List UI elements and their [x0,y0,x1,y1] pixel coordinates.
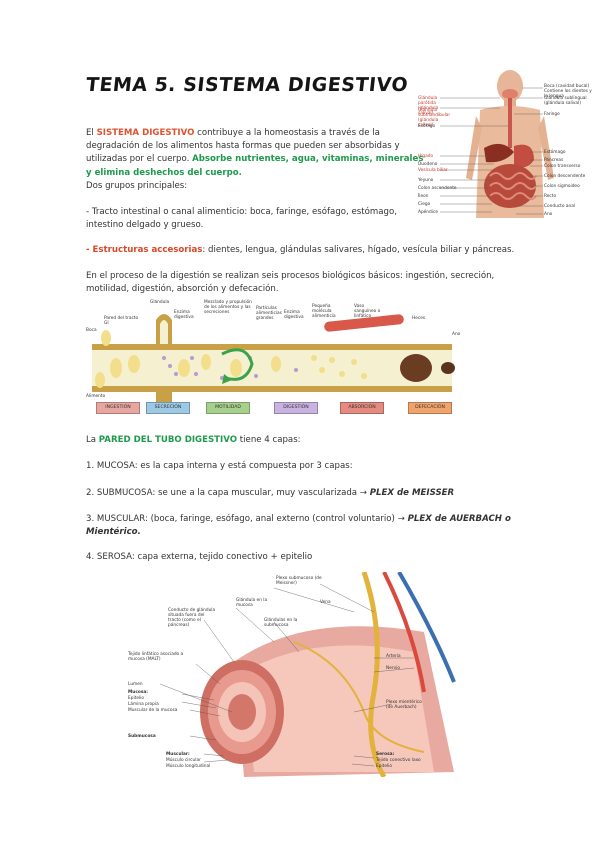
label-colon-transverso: Colon transverso [544,164,581,169]
label-conducto-glandula: Conducto de glándula situada fuera del t… [168,608,216,628]
group-tracto: - Tracto intestinal o canal alimenticio:… [86,207,397,231]
label-esofago: Esófago [418,124,436,129]
muscular-plex: PLEX de AUERBACH o Mientérico. [86,514,511,538]
digestive-system-figure: Boca (cavidad bucal) Contiene los diente… [418,68,593,228]
label-colon-sigmoideo: Colon sigmoideo [544,184,580,189]
groups-heading: Dos grupos principales: [86,181,188,191]
label-serosa-title: Serosa: [376,752,395,757]
label-malt: Tejido linfático asociado a mucosa (MALT… [128,652,184,662]
label-epitelio: Epitelio [128,696,144,701]
intro-highlight-sistema: SISTEMA DIGESTIVO [96,128,195,138]
label-vena: Vena [320,600,331,605]
label-faringe: Faringe [544,112,560,117]
label-submandibular: Glándula submandibular (glándula salival… [418,108,451,128]
label-ano-diagram: Ano [452,332,461,337]
label-boca-diagram: Boca [86,328,97,333]
label-recto: Recto [544,194,557,199]
label-parotida: Glándula parótida (glándula salival) [418,96,439,116]
box-absorcion: ABSORCIÓN [340,402,384,414]
wall-intro: La PARED DEL TUBO DIGESTIVO tiene 4 capa… [86,434,516,447]
box-defecacion: DEFECACIÓN [408,402,452,414]
process-tube [92,314,455,413]
label-ciego: Ciego [418,202,431,207]
label-nervio: Nervio [386,666,400,671]
label-arteria: Arteria [386,654,401,659]
intro-highlight-absorbe: Absorbe nutrientes, agua, vitaminas, min… [86,154,424,178]
label-glandula: Glándula [150,300,170,305]
submucosa-plex: PLEX de MEISSER [369,488,455,498]
label-higado: Hígado [418,154,434,159]
label-tejido-conectivo: Tejido conectivo laxo [376,758,421,763]
label-vesicula: Vesícula biliar [418,168,448,173]
box-secrecion: SECRECIÓN [146,402,190,414]
digestion-process-diagram: Boca Pared del tracto GI Glándula Enzima… [86,298,466,416]
wall-muscular: 3. MUSCULAR: (boca, faringe, esófago, an… [86,513,516,539]
label-enzima-1: Enzima digestiva [174,310,194,320]
wall-submucosa: 2. SUBMUCOSA: se une a la capa muscular,… [86,487,516,500]
label-muscular-mucosa: Muscular de la mucosa [128,708,178,713]
label-colon-ascendente: Colon ascendente [418,186,457,191]
label-lamina-propia: Lámina propia [128,702,159,707]
label-colon-descendente: Colon descendente [544,174,586,179]
intro-paragraph: El SISTEMA DIGESTIVO contribuye a la hom… [86,127,426,180]
wall-intro-a: La [86,435,99,445]
label-mucosa-title: Mucosa: [128,690,149,695]
label-muscular-title: Muscular: [166,752,190,757]
body-illustration [440,70,554,218]
label-pancreas: Páncreas [544,158,564,163]
box-digestion: DIGESTIÓN [274,402,318,414]
page-title: TEMA 5. SISTEMA DIGESTIVO [84,74,410,96]
label-submucosa: Submucosa [128,734,156,739]
label-apendice: Apéndice [418,210,438,215]
label-plexo-submucoso: Plexo submucoso (de Meissner) [276,576,322,586]
label-particulas: Partículas alimenticias grandes [256,306,282,321]
label-pequena-molecula: Pequeña molécula alimenticia [312,304,336,319]
label-ano: Ano [544,212,553,217]
label-estomago: Estómago [544,150,566,155]
submucosa-text: 2. SUBMUCOSA: se une a la capa muscular,… [86,488,370,498]
label-vaso: Vaso sanguíneo o linfático [354,304,381,319]
label-conducto-anal: Conducto anal [544,204,576,209]
label-epitelio-serosa: Epitelio [376,764,392,769]
label-mezclado: Mezclado y propulsión de los alimentos y… [204,300,252,315]
label-ileon: Íleon [418,194,429,199]
label-lumen: Lumen [128,682,143,687]
gi-wall-illustration [159,570,456,779]
intro-text-c: contribuye a la homeostasis a través de … [86,128,400,165]
label-heces: Heces [412,316,426,321]
label-sublingual: Glándula sublingual (glándula salival) [544,96,587,106]
label-glandula-mucosa: Glándula en la mucosa [236,598,268,608]
box-ingestion: INGESTIÓN [96,402,140,414]
group-accesorias: - Estructuras accesorias: dientes, lengu… [86,244,516,257]
label-pared: Pared del tracto GI [104,316,139,326]
intro-text-a: El [86,128,97,138]
label-yeyuno: Yeyuno [418,178,434,183]
accesorias-highlight: - Estructuras accesorias [86,245,203,255]
wall-intro-c: tiene 4 capas: [237,435,301,445]
accesorias-text: : dientes, lengua, glándulas salivares, … [202,245,515,255]
label-musculo-circular: Músculo circular [166,758,201,763]
label-duodeno: Duodeno [418,162,438,167]
label-glandulas-submucosa: Glándulas en la submucosa [264,618,298,628]
gi-wall-diagram: Plexo submucoso (de Meissner) Vena Glánd… [124,570,474,779]
label-boca: Boca (cavidad bucal) Contiene los diente… [544,84,592,99]
wall-highlight: PARED DEL TUBO DIGESTIVO [98,435,238,445]
label-plexo-mienterico: Plexo mientérico (de Auerbach) [386,700,422,710]
label-enzima-2: Enzima digestiva [284,310,304,320]
process-paragraph: En el proceso de la digestión se realiza… [86,271,495,295]
label-alimento: Alimento [86,394,106,399]
box-motilidad: MOTILIDAD [206,402,250,414]
label-musculo-longitudinal: Músculo longitudinal [166,764,211,769]
wall-mucosa: 1. MUCOSA: es la capa interna y está com… [86,461,353,471]
wall-serosa: 4. SEROSA: capa externa, tejido conectiv… [86,552,313,562]
muscular-text: 3. MUSCULAR: (boca, faringe, esófago, an… [86,514,408,524]
